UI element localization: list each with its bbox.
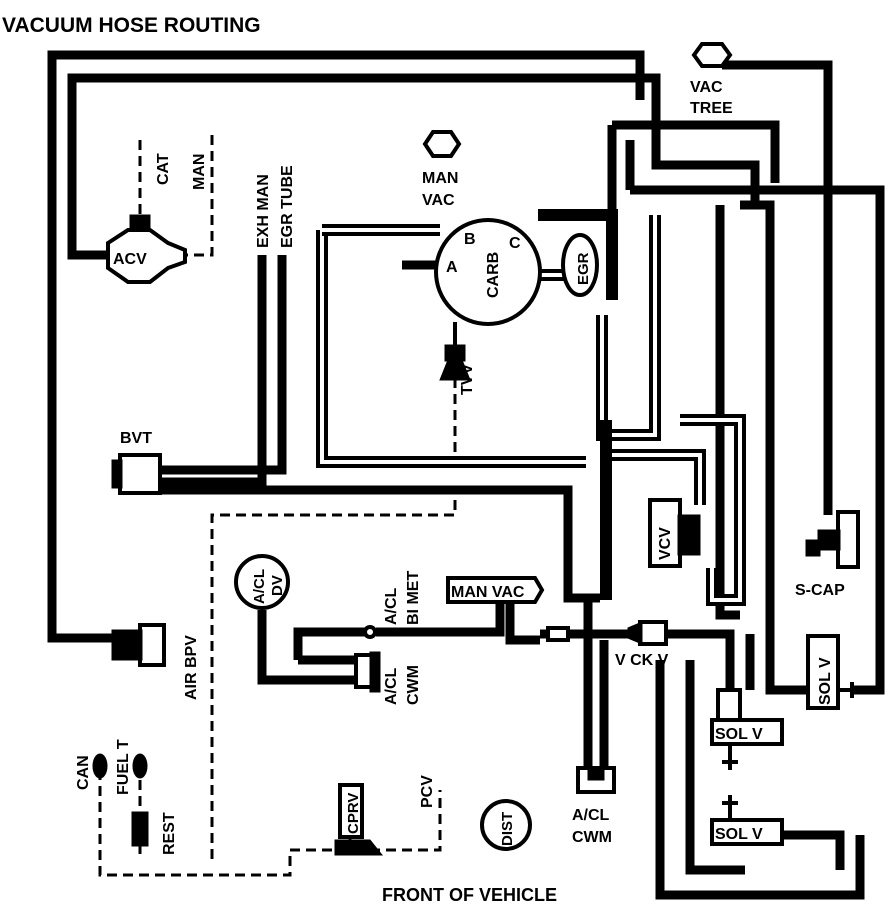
acl-cwm-mid-label-2: CWM (405, 665, 422, 705)
acl-cwm-mid: A/CL CWM (354, 651, 422, 705)
hose-carb-c (538, 209, 618, 300)
v-ck-v-label: V CK V (615, 652, 669, 669)
egr-valve: EGR (561, 233, 599, 297)
hose-outer-left (47, 50, 645, 643)
acl-dv-label-1: A/CL (251, 569, 268, 604)
acl-cwm-bottom-label-1: A/CL (572, 807, 610, 824)
hose-bvt-egr (150, 255, 287, 475)
distributor: DIST (480, 799, 532, 851)
hose-vcv-top (606, 449, 706, 505)
bvt-valve: BVT (111, 430, 162, 495)
tvv-label: TVV (459, 364, 476, 395)
acl-cwm-bottom: A/CL CWM (572, 766, 616, 846)
hose-manvac-vckv (505, 600, 540, 645)
canister-group: CAN FUEL T REST (75, 739, 178, 855)
diagram-title: VACUUM HOSE ROUTING (2, 14, 261, 37)
pcv-label: PCV (419, 775, 436, 808)
vac-tree-label-2: TREE (690, 100, 733, 117)
hose-bvt-vcv (150, 485, 600, 603)
vcv-label: VCV (657, 527, 674, 560)
sol-v-mid: SOL V (710, 688, 784, 770)
bvt-label: BVT (120, 430, 152, 447)
acl-cwm-mid-label-1: A/CL (383, 667, 400, 705)
acl-bimet-label-1: A/CL (383, 587, 400, 625)
air-bpv: AIR BPV (111, 623, 200, 700)
sol-v-bottom-label: SOL V (715, 826, 763, 843)
hose-right-loop (630, 185, 885, 695)
carb-label: CARB (485, 252, 502, 298)
cprv-valve: CPRV (334, 783, 384, 856)
hose-tree-mid (651, 150, 760, 205)
man-vac-box-label: MAN VAC (451, 584, 525, 601)
front-of-vehicle-label: FRONT OF VEHICLE (382, 885, 557, 905)
hose-bvt-exh (150, 255, 267, 487)
acl-cwm-bottom-label-2: CWM (572, 829, 612, 846)
man-vac-label-2: VAC (422, 192, 455, 209)
fuel-t-label: FUEL T (115, 739, 132, 795)
acl-bimet-fitting (363, 625, 377, 639)
vac-tree-label-1: VAC (690, 79, 723, 96)
man-vac-label-1: MAN (422, 170, 458, 187)
s-cap-label: S-CAP (795, 582, 845, 599)
v-ck-v: V CK V (546, 620, 669, 669)
dist-label: DIST (499, 812, 516, 846)
can-fitting-icon (92, 753, 108, 779)
hose-vckv-sol (670, 629, 735, 690)
air-bpv-label: AIR BPV (183, 635, 200, 700)
sol-v-mid-label: SOL V (715, 726, 763, 743)
fuel-t-fitting-icon (132, 753, 148, 779)
hose-acl-dv-cwm (257, 610, 362, 685)
acl-dv: A/CL DV (234, 554, 290, 610)
carb-port-a: A (446, 259, 458, 276)
hose-routes (47, 50, 885, 900)
hose-sol-right (740, 200, 808, 695)
can-label: CAN (75, 755, 92, 790)
cprv-label: CPRV (345, 793, 362, 834)
carburetor: CARB A B C (402, 218, 542, 345)
tvv-valve: TVV (439, 344, 476, 395)
acl-dv-label-2: DV (269, 575, 286, 596)
hose-sol-bottom-in (685, 660, 745, 875)
hose-acv (67, 73, 661, 260)
carb-port-c: C (509, 235, 521, 252)
cat-label: CAT (155, 153, 172, 185)
acl-bimet-label-2: BI MET (405, 571, 422, 625)
hose-vcv-right (715, 205, 740, 620)
rest-label: REST (161, 812, 178, 855)
man-label: MAN (191, 154, 208, 190)
s-cap: S-CAP (795, 510, 860, 599)
acv-label: ACV (113, 251, 147, 268)
hose-bimet-manvac (376, 600, 505, 637)
exh-man-label: EXH MAN (255, 174, 272, 248)
sol-v-right: SOL V (806, 634, 860, 710)
vcv-valve: VCV (648, 498, 701, 568)
rest-fitting-icon (131, 811, 149, 847)
sol-v-bottom: SOL V (710, 795, 784, 846)
man-vac-box: MAN VAC (446, 576, 545, 604)
hose-vac-tree-top (612, 120, 780, 183)
man-vac-fitting-icon (422, 130, 462, 158)
carb-port-b: B (464, 231, 476, 248)
hose-sol-bottom-out (768, 830, 845, 870)
egr-label: EGR (575, 252, 592, 285)
hose-vac-tree-scap (722, 60, 833, 515)
hose-sol-bottom-loop (655, 660, 865, 900)
sol-v-right-label: SOL V (817, 657, 834, 705)
egr-tube-label: EGR TUBE (279, 165, 296, 248)
vac-tree-fitting-icon (691, 42, 733, 68)
acv-valve: ACV (106, 214, 187, 284)
hose-acl-bimet (293, 627, 370, 660)
